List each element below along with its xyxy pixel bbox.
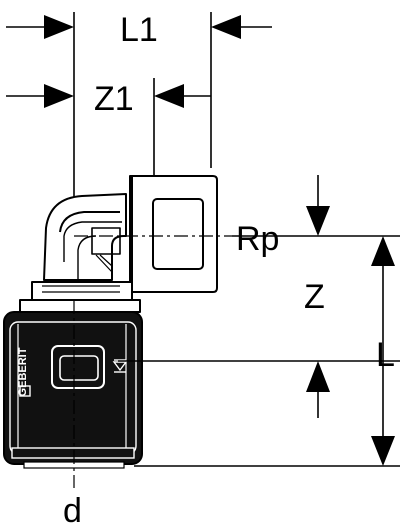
dimension-right — [118, 175, 400, 467]
insertion-mark-icon — [112, 359, 128, 373]
centerlines — [73, 235, 232, 488]
label-l: L — [376, 336, 395, 374]
label-d: d — [63, 492, 82, 526]
label-z: Z — [304, 278, 325, 316]
arrow-l-top — [371, 236, 395, 266]
elbow-bend — [43, 193, 127, 281]
arrow-z-bottom — [306, 361, 330, 392]
collar — [31, 281, 133, 301]
arrow-l-bottom — [371, 436, 395, 466]
brand-logo: GEBERIT — [17, 347, 29, 396]
arrow-l1-right — [211, 15, 241, 39]
dimension-z1 — [6, 78, 211, 178]
label-l1: L1 — [120, 11, 158, 49]
label-rp: Rp — [236, 220, 279, 258]
elbow-fitting — [19, 175, 218, 313]
arrow-l1-left — [44, 15, 74, 39]
arrow-z1-right — [154, 84, 184, 108]
arrow-z-top — [306, 206, 330, 236]
arrow-z1-left — [44, 84, 74, 108]
label-z1: Z1 — [94, 80, 134, 118]
push-fit-socket: GEBERIT — [3, 311, 143, 469]
